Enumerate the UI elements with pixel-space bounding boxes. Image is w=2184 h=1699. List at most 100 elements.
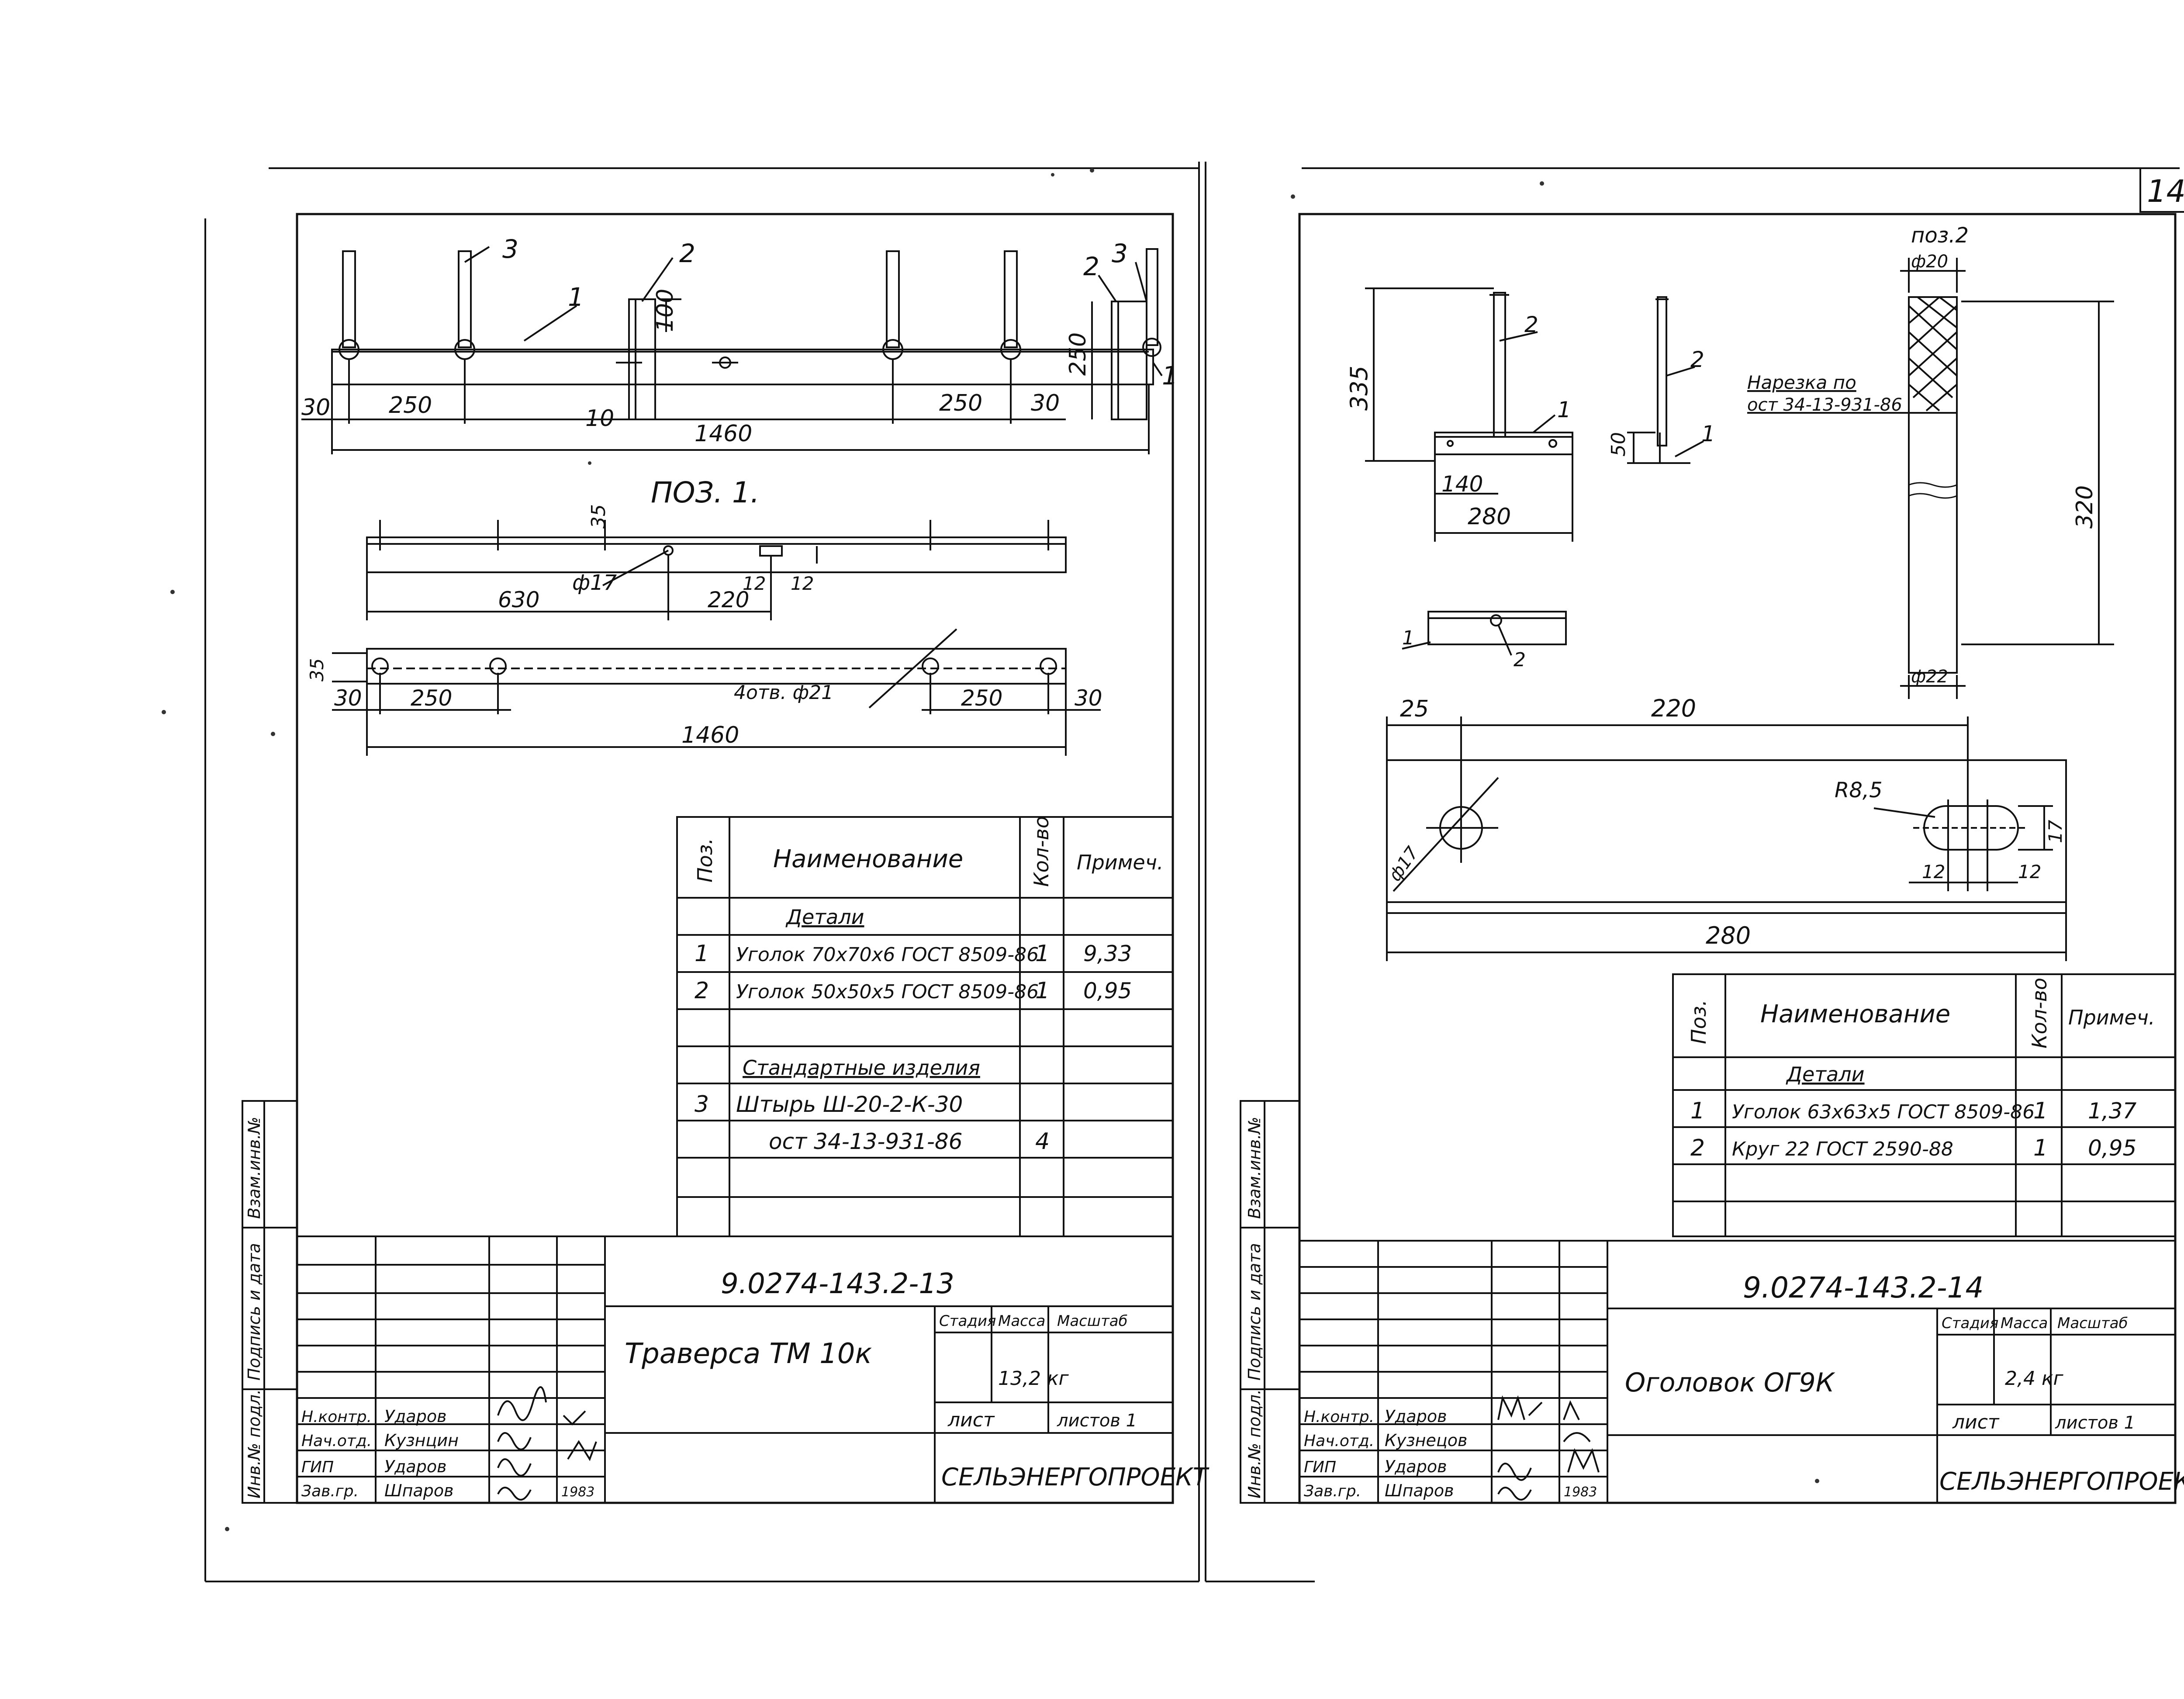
cap-front-view xyxy=(1365,287,1573,542)
svg-text:Поз.: Поз. xyxy=(693,838,717,882)
angle-detail xyxy=(1386,716,2067,961)
right-org: СЕЛЬЭНЕРГОПРОЕКТ xyxy=(1939,1467,2184,1496)
svg-text:250: 250 xyxy=(1065,332,1091,376)
svg-text:12: 12 xyxy=(2018,861,2041,882)
svg-text:0,95: 0,95 xyxy=(1083,978,1132,1003)
svg-text:12: 12 xyxy=(791,573,814,594)
svg-text:лист: лист xyxy=(947,1409,995,1431)
mid-view-dims: 35 ф17 630 220 12 12 xyxy=(498,504,814,612)
svg-text:630: 630 xyxy=(498,587,539,612)
svg-text:Наименование: Наименование xyxy=(773,845,963,873)
front-view-labels: 2 1 335 140 280 xyxy=(1345,312,1571,530)
svg-text:Шпаров: Шпаров xyxy=(1385,1481,1454,1500)
svg-text:1: 1 xyxy=(568,282,584,312)
svg-text:Зав.гр.: Зав.гр. xyxy=(1304,1482,1361,1500)
svg-text:320: 320 xyxy=(2072,485,2098,529)
svg-text:Уголок 63х63х5 ГОСТ 8509-86: Уголок 63х63х5 ГОСТ 8509-86 xyxy=(1732,1101,2035,1123)
svg-text:1: 1 xyxy=(2033,1098,2048,1124)
svg-text:1: 1 xyxy=(1690,1098,1705,1124)
svg-text:Стадия: Стадия xyxy=(939,1312,996,1330)
svg-text:1: 1 xyxy=(695,941,709,967)
svg-text:1460: 1460 xyxy=(695,421,752,447)
left-item-name: Траверса ТМ 10к xyxy=(625,1338,872,1370)
svg-text:1983: 1983 xyxy=(561,1484,594,1500)
svg-text:30: 30 xyxy=(334,685,362,711)
svg-text:Инв.№ подл.: Инв.№ подл. xyxy=(1245,1389,1264,1498)
svg-text:140: 140 xyxy=(1441,471,1483,497)
svg-text:1983: 1983 xyxy=(1564,1484,1597,1500)
left-side-stamp: Взам.инв.№ Подпись и дата Инв.№ подл. xyxy=(242,1100,298,1504)
svg-text:Детали: Детали xyxy=(785,905,864,929)
svg-text:Поз.: Поз. xyxy=(1687,1000,1711,1044)
svg-text:30: 30 xyxy=(1075,685,1102,711)
svg-text:1: 1 xyxy=(1162,361,1178,391)
left-title-block: 9.0274-143.2-13 Траверса ТМ 10к Стадия М… xyxy=(296,1235,1209,1504)
svg-text:100: 100 xyxy=(652,289,678,332)
svg-text:30: 30 xyxy=(301,394,330,421)
svg-text:ф20: ф20 xyxy=(1911,252,1948,272)
pos2-rod xyxy=(1747,258,2114,699)
left-signatures xyxy=(497,1386,597,1501)
svg-text:Кузнцин: Кузнцин xyxy=(384,1431,459,1450)
svg-text:9,33: 9,33 xyxy=(1083,941,1132,966)
angle-side-view xyxy=(366,520,1067,620)
svg-text:Взам.инв.№: Взам.инв.№ xyxy=(1245,1117,1264,1219)
svg-text:Детали: Детали xyxy=(1786,1062,1865,1086)
svg-text:поз.2: поз.2 xyxy=(1911,223,1969,248)
svg-text:3: 3 xyxy=(502,234,518,264)
svg-text:250: 250 xyxy=(961,685,1002,711)
detail-dims: 25 220 R8,5 ф17 17 12 12 280 xyxy=(1385,695,2066,949)
svg-text:ГИП: ГИП xyxy=(1304,1458,1336,1476)
svg-text:лист: лист xyxy=(1952,1411,2000,1433)
svg-text:35: 35 xyxy=(587,504,610,529)
svg-text:листов 1: листов 1 xyxy=(2055,1413,2135,1433)
svg-text:ф22: ф22 xyxy=(1911,667,1948,687)
view-title-pos1: ПОЗ. 1. xyxy=(651,476,760,509)
svg-text:2,4 кг: 2,4 кг xyxy=(2005,1367,2064,1390)
svg-text:17: 17 xyxy=(2045,820,2066,843)
svg-text:2: 2 xyxy=(1690,347,1704,372)
angle-plan-view xyxy=(332,628,1101,756)
svg-text:25: 25 xyxy=(1400,696,1429,722)
svg-text:листов 1: листов 1 xyxy=(1057,1411,1137,1431)
svg-text:Подпись и дата: Подпись и дата xyxy=(245,1243,264,1381)
svg-text:1: 1 xyxy=(1402,627,1414,649)
svg-text:2: 2 xyxy=(695,978,709,1004)
left-spec-table: Поз. Наименование Кол-во Примеч. Детали … xyxy=(676,816,1174,1237)
right-side-stamp: Взам.инв.№ Подпись и дата Инв.№ подл. xyxy=(1240,1100,1300,1504)
svg-text:4отв. ф21: 4отв. ф21 xyxy=(734,682,833,704)
svg-text:280: 280 xyxy=(1468,504,1511,530)
top-view-callouts: 3 1 2 2 3 1 30 250 10 1460 250 30 100 25… xyxy=(301,234,1178,509)
svg-text:ост 34-13-931-86: ост 34-13-931-86 xyxy=(769,1129,963,1154)
svg-text:Шпаров: Шпаров xyxy=(384,1481,454,1500)
svg-text:Нач.отд.: Нач.отд. xyxy=(1304,1432,1374,1450)
page-frame xyxy=(204,162,2180,1582)
left-sheet: 3 1 2 2 3 1 30 250 10 1460 250 30 100 25… xyxy=(242,213,1209,1504)
svg-text:Нарезка по: Нарезка по xyxy=(1747,372,1856,393)
right-spec-table: Поз. Наименование Кол-во Примеч. Детали … xyxy=(1672,973,2176,1237)
svg-text:1: 1 xyxy=(1701,421,1715,446)
traverse-elevation xyxy=(301,246,1163,454)
scan-specks xyxy=(162,168,1819,1531)
svg-text:2: 2 xyxy=(1524,312,1538,337)
svg-text:Н.контр.: Н.контр. xyxy=(1304,1408,1374,1426)
svg-text:Масштаб: Масштаб xyxy=(2057,1315,2128,1332)
svg-text:Уголок 70х70х6 ГОСТ 8509-86: Уголок 70х70х6 ГОСТ 8509-86 xyxy=(736,944,1039,966)
svg-text:R8,5: R8,5 xyxy=(1835,778,1883,803)
svg-text:ГИП: ГИП xyxy=(301,1458,334,1476)
plan-view-dims: 35 30 250 4отв. ф21 250 30 1460 xyxy=(306,658,1102,748)
svg-text:1,37: 1,37 xyxy=(2088,1098,2137,1124)
svg-text:1: 1 xyxy=(1035,978,1050,1004)
svg-text:2: 2 xyxy=(679,239,695,268)
right-item-name: Оголовок ОГ9К xyxy=(1625,1367,1835,1398)
side-view-labels: 2 1 50 xyxy=(1607,347,1715,457)
svg-text:4: 4 xyxy=(1035,1128,1050,1155)
svg-text:13,2 кг: 13,2 кг xyxy=(998,1367,1069,1390)
svg-text:Н.контр.: Н.контр. xyxy=(301,1408,372,1426)
svg-text:0,95: 0,95 xyxy=(2088,1135,2136,1161)
svg-text:Взам.инв.№: Взам.инв.№ xyxy=(245,1117,264,1219)
right-signatures xyxy=(1497,1395,1600,1501)
svg-text:Ударов: Ударов xyxy=(1385,1457,1447,1476)
svg-text:Стандартные изделия: Стандартные изделия xyxy=(743,1056,980,1080)
cap-side-view xyxy=(1627,296,1704,464)
